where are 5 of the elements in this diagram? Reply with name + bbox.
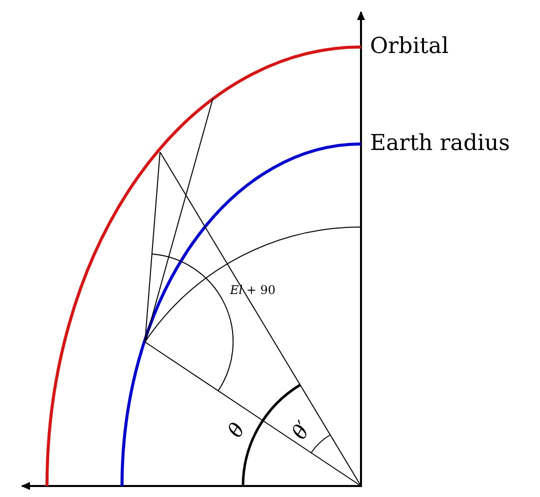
orbit-label: Orbital [370,36,449,58]
angle-label: El + 90 [230,284,276,296]
earth-radius-label: Earth radius [370,133,510,155]
angle-symbol: θ′ [288,418,314,442]
angle-symbol: θ [224,420,248,440]
